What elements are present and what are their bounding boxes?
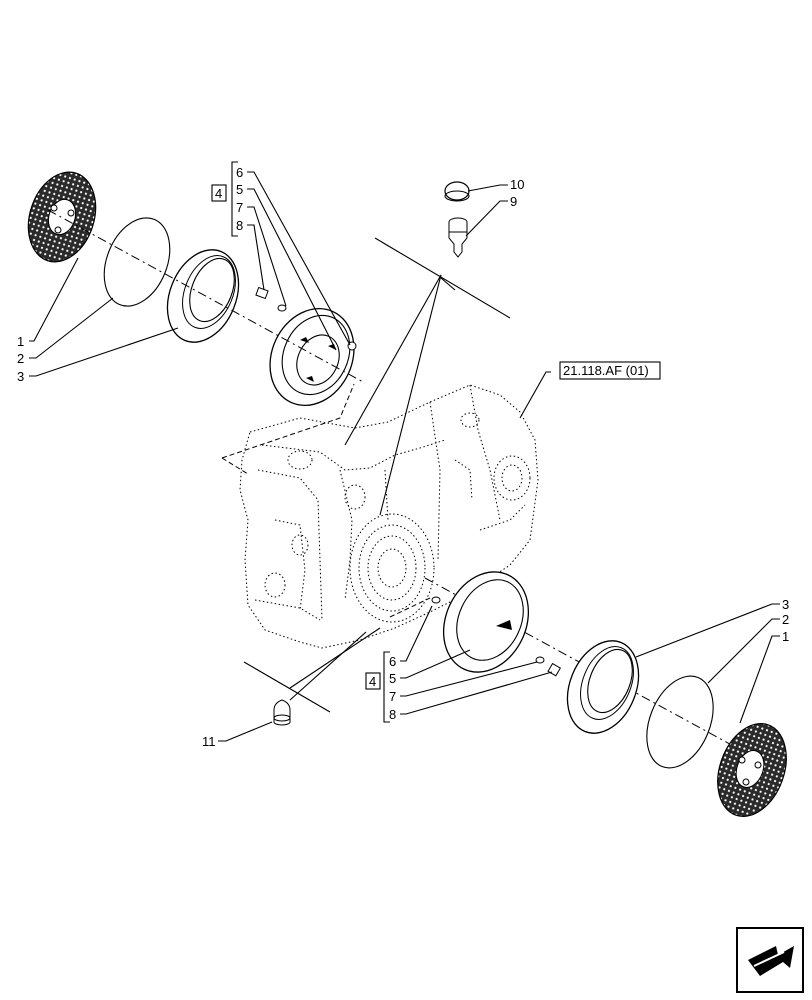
callout-10: 10 xyxy=(510,177,524,192)
callout-6-top: 6 xyxy=(236,165,243,180)
callout-2-top: 2 xyxy=(17,351,24,366)
piston-ring-top-left xyxy=(166,249,240,343)
brake-disc-top-left xyxy=(27,171,97,263)
callout-1-right: 1 xyxy=(782,629,789,644)
brake-plate-right xyxy=(442,571,530,673)
reference-box xyxy=(559,361,661,380)
phantom-outline-left xyxy=(221,383,355,459)
valve-part-9 xyxy=(448,217,468,258)
callout-7-bottom: 7 xyxy=(389,689,396,704)
callout-6-bottom: 6 xyxy=(389,654,396,669)
callout-4-top: 4 xyxy=(215,186,222,201)
callout-8-top: 8 xyxy=(236,218,243,233)
pin-top xyxy=(277,304,287,312)
transmission-housing xyxy=(239,384,539,649)
pin-right xyxy=(431,596,441,604)
o-ring-right xyxy=(646,675,714,769)
brake-plate-top-left xyxy=(269,307,355,407)
reference-label: 21.118.AF (01) xyxy=(563,363,649,378)
next-page-arrow-icon[interactable] xyxy=(736,927,804,993)
callout-4-bottom: 4 xyxy=(369,674,376,689)
callout-1-top: 1 xyxy=(17,334,24,349)
callout-3-top: 3 xyxy=(17,369,24,384)
callout-11: 11 xyxy=(202,734,216,749)
callout-5-top: 5 xyxy=(236,182,243,197)
brake-disc-right xyxy=(717,722,787,818)
plug-part-11 xyxy=(273,699,291,726)
plug-part-10 xyxy=(444,181,470,202)
callout-5-bottom: 5 xyxy=(389,671,396,686)
spring-block-top xyxy=(255,286,269,300)
piston-ring-right xyxy=(566,640,640,734)
callout-9: 9 xyxy=(510,194,517,209)
callout-8-bottom: 8 xyxy=(389,707,396,722)
callout-3-right: 3 xyxy=(782,597,789,612)
callout-7-top: 7 xyxy=(236,200,243,215)
callout-2-right: 2 xyxy=(782,612,789,627)
o-ring-top-left xyxy=(103,217,171,307)
